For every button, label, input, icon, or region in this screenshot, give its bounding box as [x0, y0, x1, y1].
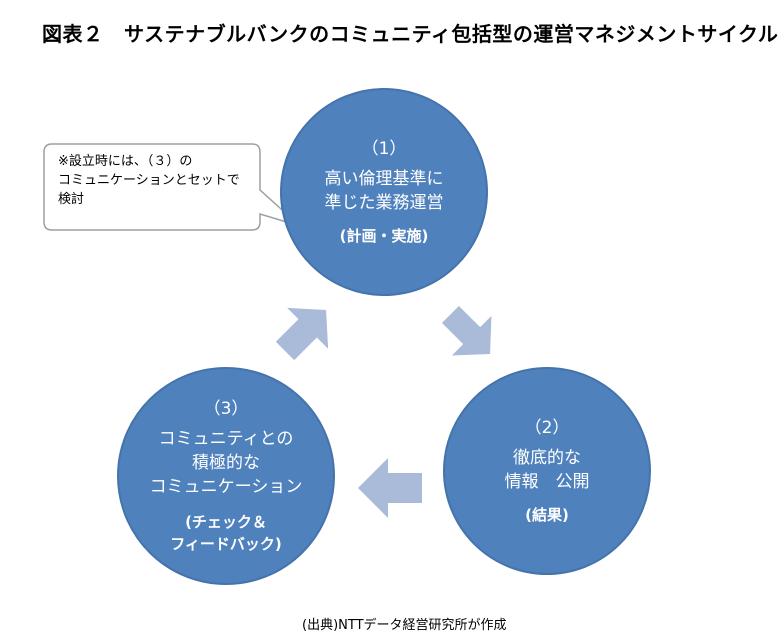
- step-label: 積極的な: [192, 453, 260, 473]
- cycle-step-2: （2） 徹底的な 情報 公開 (結果): [443, 367, 651, 575]
- callout-line: ※設立時には、（３）の: [58, 154, 193, 169]
- arrow-1-to-2: [441, 305, 492, 356]
- step-label: 高い倫理基準に: [324, 169, 444, 189]
- step-number: （3）: [203, 399, 249, 419]
- step-label: 準じた業務運営: [324, 193, 444, 213]
- step-phase: (結果): [525, 506, 569, 524]
- callout-line: 検討: [58, 192, 85, 207]
- step-number: （2）: [524, 418, 570, 438]
- step-phase: (計画・実施): [339, 227, 429, 245]
- source-note: (出典)NTTデータ経営研究所が作成: [302, 618, 507, 633]
- cycle-step-1: （1） 高い倫理基準に 準じた業務運営 (計画・実施): [280, 88, 488, 296]
- arrow-2-to-3: [358, 458, 422, 518]
- step-label: 徹底的な: [513, 448, 581, 468]
- arrow-3-to-1: [275, 307, 329, 361]
- cycle-step-3: （3） コミュニティとの 積極的な コミュニケーション (チェック＆ フィードバ…: [117, 367, 335, 585]
- step-label: コミュニティとの: [158, 429, 294, 449]
- step-phase: (チェック＆: [185, 513, 267, 531]
- step-phase: フィードバック): [170, 535, 282, 553]
- step-label: 情報 公開: [504, 472, 590, 492]
- step-number: （1）: [361, 139, 407, 159]
- callout-line: コミュニケーションとセットで: [58, 173, 240, 188]
- step-label: コミュニケーション: [149, 477, 303, 497]
- diagram-title: 図表２ サステナブルバンクのコミュニティ包括型の運営マネジメントサイクル: [42, 22, 779, 46]
- callout-text: ※設立時には、（３）の コミュニケーションとセットで 検討: [58, 152, 268, 209]
